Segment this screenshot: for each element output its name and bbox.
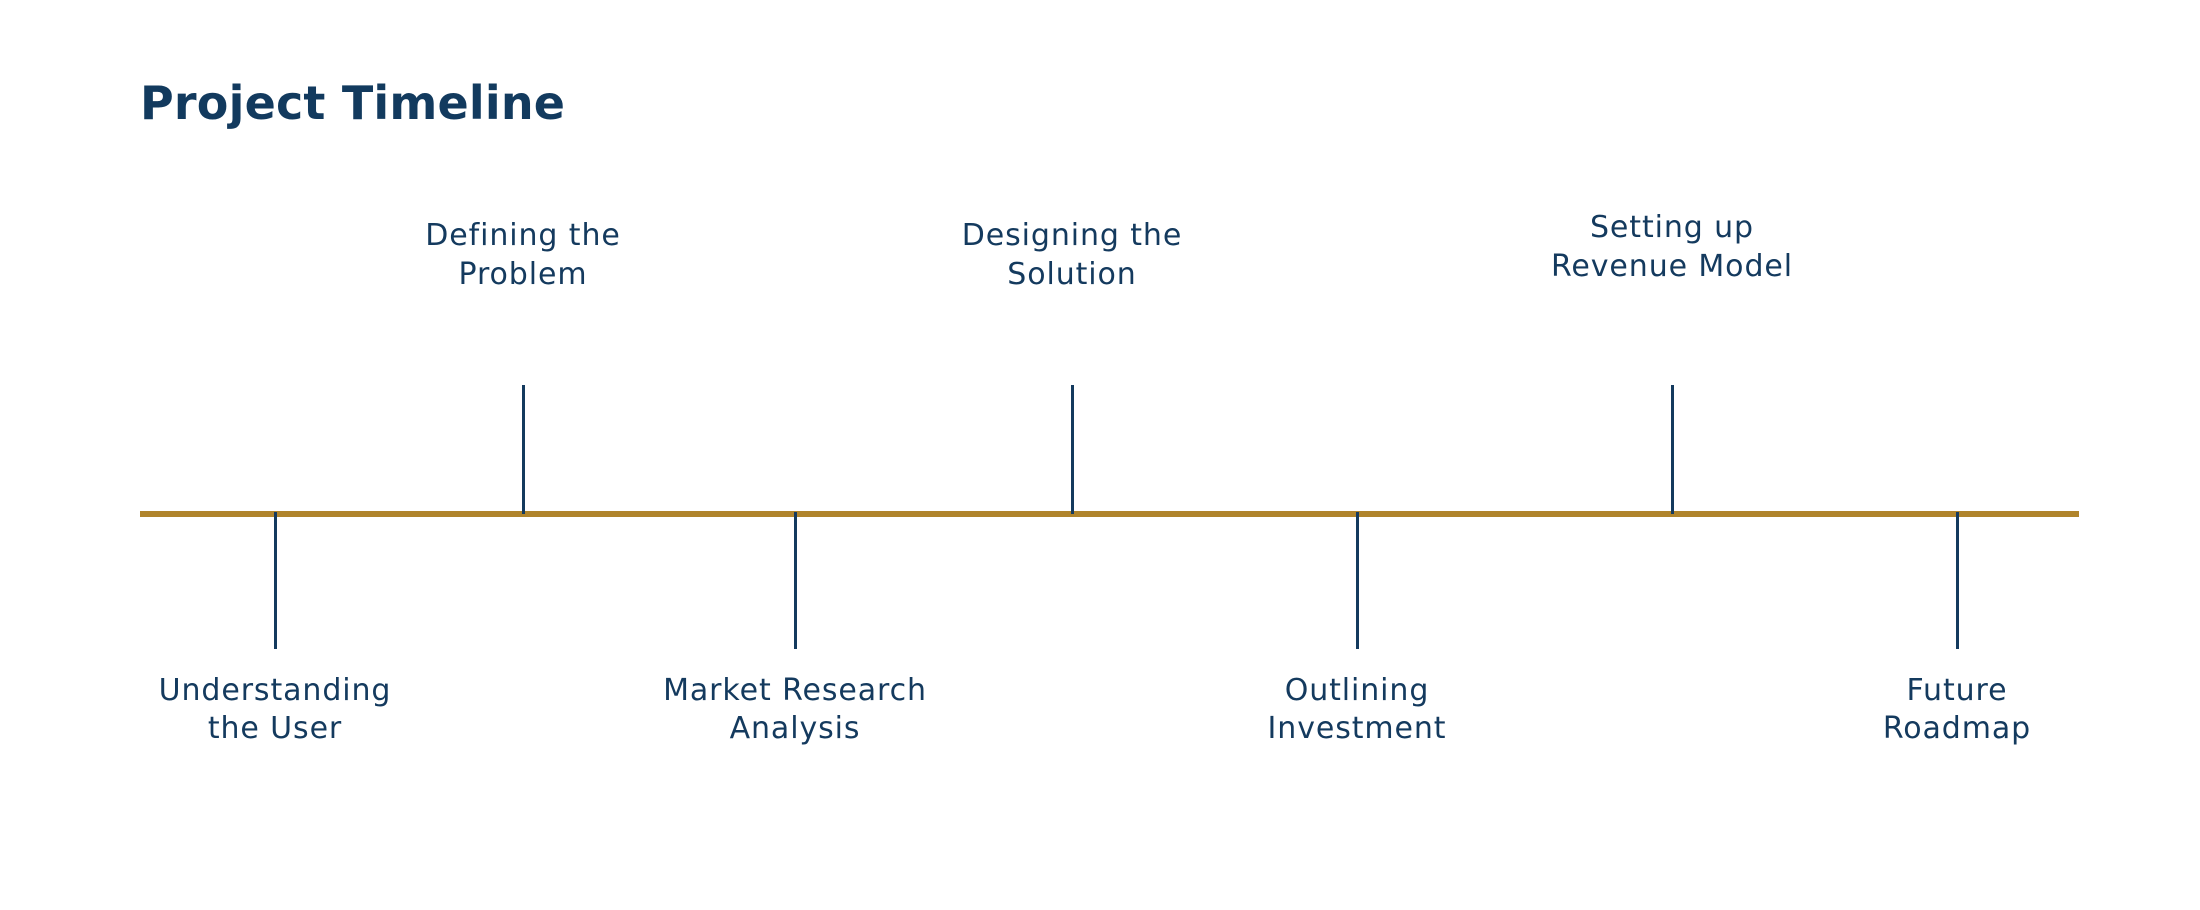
milestone-tick-6	[1671, 385, 1674, 514]
milestone-label-7: Future Roadmap	[1882, 673, 2032, 747]
milestone-label-6: Setting up Revenue Model	[1551, 210, 1793, 284]
milestone-tick-3	[794, 512, 797, 649]
milestone-tick-4	[1071, 385, 1074, 514]
milestone-tick-1	[274, 512, 277, 649]
milestone-tick-2	[522, 385, 525, 514]
milestone-label-1: Understanding the User	[158, 673, 392, 747]
milestone-label-3: Market Research Analysis	[663, 673, 927, 747]
milestone-label-5: Outlining Investment	[1267, 673, 1447, 747]
page-title: Project Timeline	[140, 76, 566, 130]
milestone-tick-5	[1356, 512, 1359, 649]
milestone-tick-7	[1956, 512, 1959, 649]
milestone-label-2: Defining the Problem	[425, 218, 621, 292]
timeline-axis	[140, 511, 2079, 517]
milestone-label-4: Designing the Solution	[961, 218, 1183, 292]
